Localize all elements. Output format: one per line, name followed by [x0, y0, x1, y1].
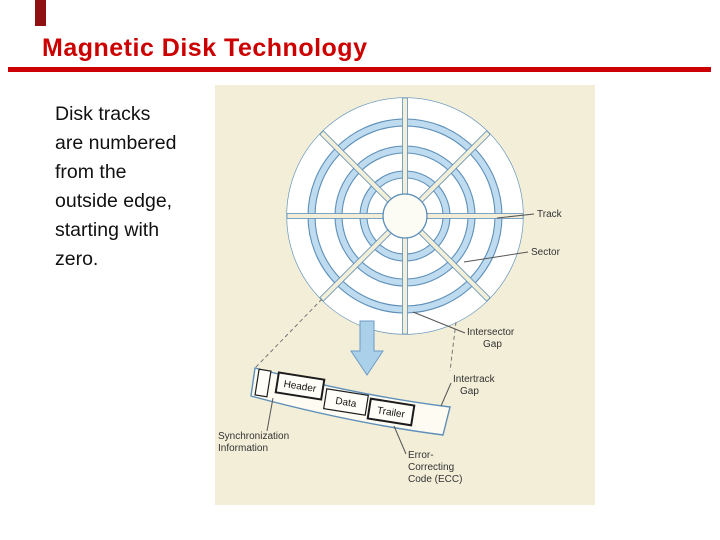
sync-label-1: Synchronization	[218, 431, 289, 442]
corner-accent-bar	[35, 0, 46, 26]
sync-cell	[254, 368, 272, 398]
data-label: Data	[335, 396, 358, 410]
ecc-label-1: Error-	[408, 450, 434, 461]
leader-lines	[266, 213, 535, 455]
diagram-panel: Header Data Trailer Track Sector	[215, 85, 595, 505]
title-rule	[8, 67, 711, 72]
body-line: from the	[55, 161, 127, 183]
disk	[286, 97, 524, 335]
data-box: Data	[323, 388, 369, 416]
body-line: zero.	[55, 248, 99, 270]
intersector-gap-label-2: Gap	[483, 339, 502, 350]
trailer-label: Trailer	[376, 405, 406, 420]
ecc-label-2: Correcting	[408, 462, 454, 473]
body-line: starting with	[55, 219, 160, 241]
magnify-wedge	[254, 298, 457, 372]
disk-diagram: Header Data Trailer Track Sector	[218, 97, 563, 485]
spindle-hole	[382, 193, 428, 239]
track-label: Track	[537, 209, 563, 220]
intersector-gap-label-1: Intersector	[467, 327, 515, 338]
intertrack-gap-label-1: Intertrack	[453, 374, 496, 385]
sector-label: Sector	[531, 247, 561, 258]
sector-gap-spokes	[286, 97, 524, 335]
body-line: are numbered	[55, 132, 177, 154]
body-text: Disk tracks are numbered from the outsid…	[55, 100, 220, 274]
header-label: Header	[283, 379, 318, 395]
intertrack-gap-label-2: Gap	[460, 386, 479, 397]
body-line: Disk tracks	[55, 103, 151, 125]
zoom-arrow	[350, 320, 384, 376]
trailer-box: Trailer	[366, 397, 416, 427]
sync-label-2: Information	[218, 443, 268, 454]
ecc-label-3: Code (ECC)	[408, 474, 462, 485]
slide-title: Magnetic Disk Technology	[42, 34, 368, 62]
body-line: outside edge,	[55, 190, 173, 212]
header-box: Header	[274, 371, 326, 401]
